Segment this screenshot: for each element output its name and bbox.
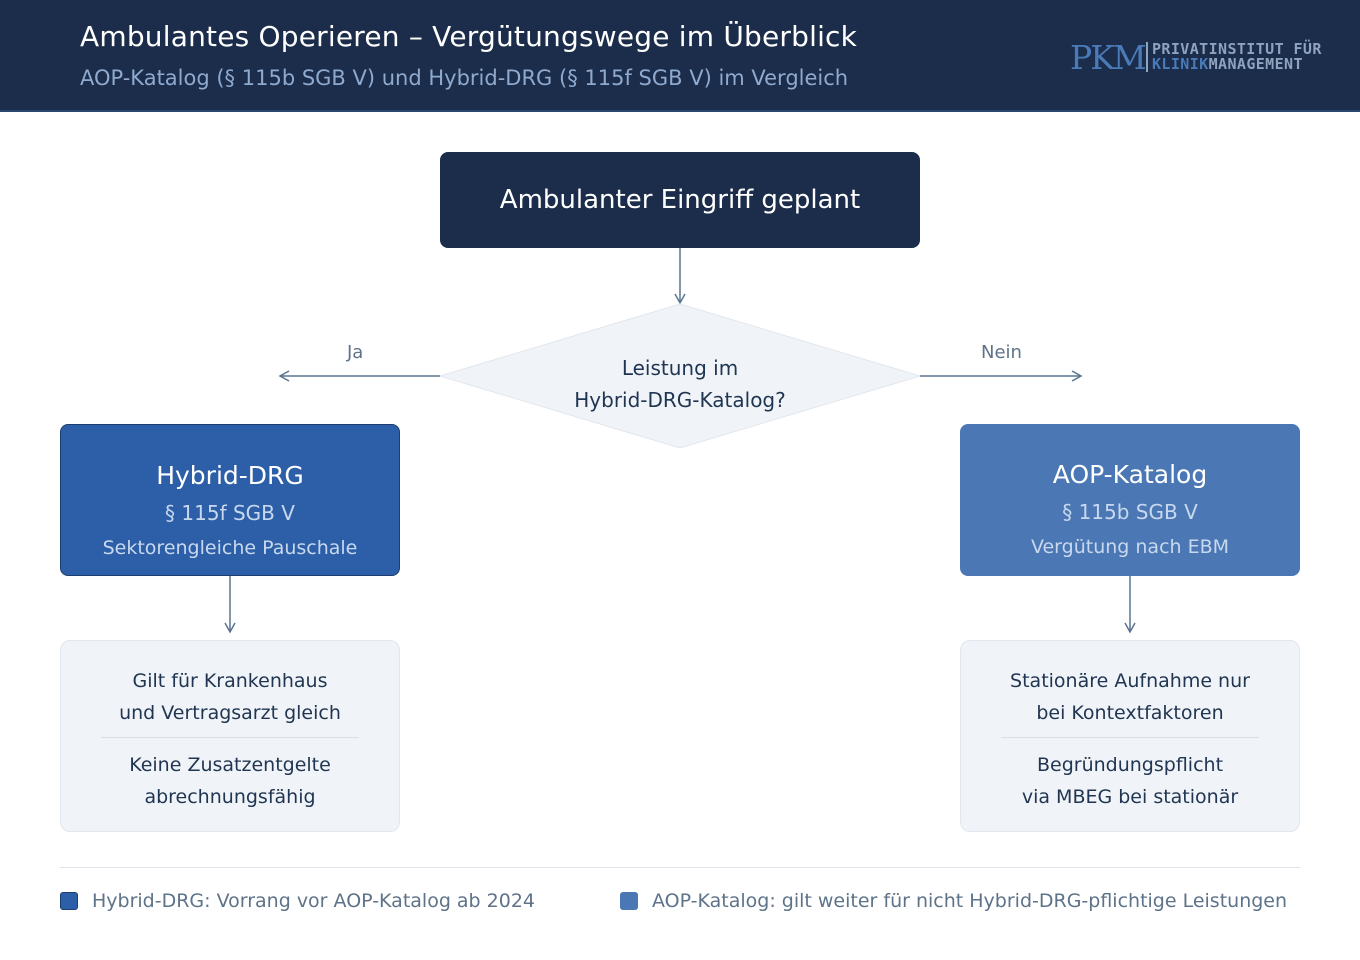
logo-line-2-rest: MANAGEMENT [1208, 55, 1303, 73]
legend-swatch-aop-katalog [620, 892, 638, 910]
hybrid-drg-node: Hybrid-DRG § 115f SGB V Sektorengleiche … [60, 424, 400, 576]
page-title: Ambulantes Operieren – Vergütungswege im… [80, 20, 858, 53]
start-node: Ambulanter Eingriff geplant [440, 152, 920, 248]
decision-line-1: Leistung im [621, 356, 739, 380]
aop-info-1: Stationäre Aufnahme nur bei Kontextfakto… [961, 665, 1299, 729]
aop-info-1-line-1: Stationäre Aufnahme nur [1010, 670, 1250, 692]
hybrid-info-1-line-2: und Vertragsarzt gleich [119, 702, 341, 724]
hybrid-info-1: Gilt für Krankenhaus und Vertragsarzt gl… [61, 665, 399, 729]
logo-mark: PKM [1070, 38, 1147, 77]
decision-line-2: Hybrid-DRG-Katalog? [574, 388, 786, 412]
decision-text: Leistung im Hybrid-DRG-Katalog? [520, 352, 840, 416]
legend-label-aop-katalog: AOP-Katalog: gilt weiter für nicht Hybri… [652, 890, 1288, 912]
hybrid-info-2-line-2: abrechnungsfähig [144, 786, 316, 808]
aop-info-2-line-1: Begründungspflicht [1036, 754, 1224, 776]
aop-info-2-line-2: via MBEG bei stationär [1021, 786, 1239, 808]
decision-diamond [438, 303, 922, 449]
header-bar: Ambulantes Operieren – Vergütungswege im… [0, 0, 1360, 112]
hybrid-drg-title: Hybrid-DRG [156, 461, 304, 490]
page-subtitle: AOP-Katalog (§ 115b SGB V) und Hybrid-DR… [80, 66, 849, 90]
aop-katalog-desc: Vergütung nach EBM [1030, 536, 1230, 558]
footer-divider [60, 867, 1300, 868]
aop-info-divider [1001, 737, 1259, 738]
hybrid-drg-desc: Sektorengleiche Pauschale [102, 537, 358, 559]
logo-line-1: PRIVATINSTITUT FÜR [1152, 40, 1322, 58]
aop-katalog-node: AOP-Katalog § 115b SGB V Vergütung nach … [960, 424, 1300, 576]
hybrid-info-2: Keine Zusatzentgelte abrechnungsfähig [61, 749, 399, 813]
aop-katalog-info-box: Stationäre Aufnahme nur bei Kontextfakto… [960, 640, 1300, 832]
hybrid-info-divider [101, 737, 359, 738]
hybrid-drg-law: § 115f SGB V [165, 501, 295, 525]
logo-divider [1146, 42, 1148, 72]
hybrid-info-2-line-1: Keine Zusatzentgelte [129, 754, 331, 776]
aop-info-2: Begründungspflicht via MBEG bei stationä… [961, 749, 1299, 813]
legend-swatch-hybrid-drg [60, 892, 78, 910]
logo-line-2-accent: KLINIK [1152, 55, 1209, 73]
branch-label-no: Nein [981, 342, 1022, 363]
aop-katalog-title: AOP-Katalog [1052, 460, 1208, 489]
branch-label-yes: Ja [347, 342, 364, 363]
hybrid-info-1-line-1: Gilt für Krankenhaus [132, 670, 328, 692]
aop-info-1-line-2: bei Kontextfaktoren [1036, 702, 1224, 724]
aop-katalog-law: § 115b SGB V [1062, 500, 1198, 524]
pkm-logo: PKM PRIVATINSTITUT FÜR KLINIKMANAGEMENT [1070, 38, 1332, 78]
logo-line-2: KLINIKMANAGEMENT [1152, 56, 1303, 72]
hybrid-drg-info-box: Gilt für Krankenhaus und Vertragsarzt gl… [60, 640, 400, 832]
legend-label-hybrid-drg: Hybrid-DRG: Vorrang vor AOP-Katalog ab 2… [92, 890, 536, 912]
